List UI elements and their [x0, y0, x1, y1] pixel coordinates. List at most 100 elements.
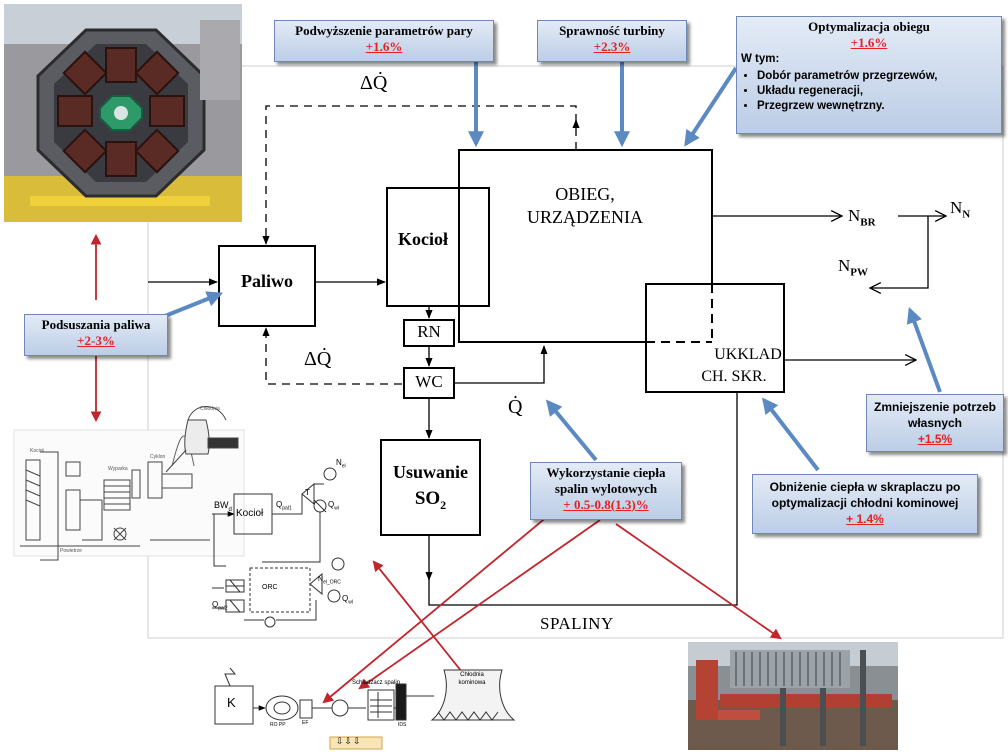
callout-cycle-item: Układu regeneracji,: [757, 84, 997, 99]
orc-qpal2-label: Qpal2: [212, 600, 228, 612]
cycle-label-line2: URZĄDZENIA: [527, 207, 643, 227]
callout-own-needs-value: +1.5%: [917, 432, 953, 446]
chimney-ef-label: EF: [302, 720, 309, 726]
wc-label: WC: [415, 372, 443, 391]
orc-nel-text: N: [336, 458, 342, 467]
cycle-block: [458, 149, 713, 343]
orc-qpal1-sub: pal1: [282, 505, 292, 512]
callout-flue-line2: spalin wylotowych: [554, 481, 658, 496]
flow-npw: [870, 216, 929, 288]
callout-flue-value: + 0.5-0.8(1.3)%: [563, 497, 649, 512]
so2-label-line2: SO2: [381, 488, 480, 513]
chimney-ids-label: IDS: [398, 722, 407, 728]
cooling-block: [645, 283, 785, 393]
callout-condenser: Obniżenie ciepła w skraplaczu po optymal…: [752, 474, 978, 534]
orc-qwl2-text: Q: [342, 594, 349, 603]
orc-qpal2-text: Q: [212, 600, 219, 609]
chimney-tower-line2: kominowa: [458, 680, 486, 686]
n-pw-sub: PW: [850, 266, 869, 279]
orc-qpal1-text: Q: [276, 500, 283, 509]
cooling-label-line2: CH. SKR.: [701, 368, 767, 385]
flow-wc-cycle: [454, 345, 548, 384]
callout-steam-value: +1.6%: [365, 39, 403, 54]
spaliny-label: SPALINY: [540, 614, 614, 633]
cycle-label-line1: OBIEG,: [555, 184, 615, 204]
n-br: NBR: [848, 206, 876, 228]
svg-text:Chłodnia: Chłodnia: [200, 406, 220, 412]
orc-qwl-label: Qwl: [328, 500, 339, 512]
svg-text:Kocioł: Kocioł: [30, 448, 45, 454]
chimney-cooler-label: Schładzacz spalin: [352, 680, 401, 686]
pointer-own-needs: [906, 306, 942, 393]
orc-nel-orc-sub: el_ORC: [323, 579, 341, 586]
pointer-cycle: [684, 66, 738, 147]
fuel-block: [218, 245, 316, 327]
callout-flue-heat: Wykorzystanie ciepła spalin wylotowych +…: [530, 462, 682, 520]
chimney-k-label: K: [227, 695, 236, 710]
rn-block: [403, 319, 455, 347]
callout-condenser-line2: optymalizacji chłodni kominowej: [771, 496, 959, 510]
callout-condenser-line1: Obniżenie ciepła w skraplaczu po: [769, 480, 961, 494]
orc-nel-label: Nel: [336, 458, 346, 470]
callout-cycle-item: Dobór parametrów przegrzewów,: [757, 69, 997, 84]
orc-nel-orc-label: Nel_ORC: [318, 576, 341, 585]
callout-cycle-title: Optymalizacja obiegu: [808, 19, 930, 34]
orc-qpal2-sub: pal2: [218, 605, 228, 612]
callout-turbine-title: Sprawność turbiny: [559, 23, 665, 38]
cooling-label-line1: UKKLAD: [714, 346, 782, 363]
n-pw: NPW: [838, 256, 868, 278]
n-br-sub: BR: [860, 216, 876, 229]
pointer-flue: [545, 399, 598, 462]
orc-nel-sub: el: [341, 463, 346, 470]
callout-cycle-item: Przegrzew wewnętrzny.: [757, 99, 997, 114]
callout-turbine: Sprawność turbiny +2.3%: [537, 20, 687, 62]
orc-qpal1-label: Qpal1: [276, 500, 292, 512]
delta-q-top: ΔQ̇: [360, 72, 388, 94]
callout-steam-params: Podwyższenie parametrów pary +1.6%: [274, 20, 494, 62]
callout-steam-title: Podwyższenie parametrów pary: [295, 23, 473, 38]
callout-own-needs: Zmniejszenie potrzeb własnych +1.5%: [866, 394, 1004, 452]
callout-fuel-value: +2-3%: [77, 333, 115, 348]
callout-own-needs-line1: Zmniejszenie potrzeb: [873, 400, 997, 414]
svg-text:Cyklon: Cyklon: [150, 454, 166, 460]
n-br-letter: N: [848, 206, 861, 225]
svg-text:Powietrze: Powietrze: [60, 548, 82, 554]
orc-qwl-text: Q: [328, 500, 335, 509]
orc-t-label: T: [305, 488, 310, 497]
callout-cycle-optimization: Optymalizacja obiegu +1.6% W tym: Dobór …: [736, 16, 1002, 134]
magnet-photo: [4, 4, 242, 222]
pointer-condenser: [762, 397, 820, 472]
orc-qwl2-label: Qwl: [342, 594, 353, 606]
boiler-block: [386, 187, 490, 307]
n-n: NN: [950, 198, 970, 220]
so2-subscript: 2: [440, 497, 447, 512]
chimney-ropp-label: RO PP: [270, 722, 286, 728]
callout-fuel-title: Podsuszania paliwa: [41, 317, 151, 332]
callout-own-needs-line2: własnych: [907, 416, 963, 430]
n-pw-letter: N: [838, 256, 851, 275]
orc-bw-sub: d: [228, 506, 232, 513]
chimney-sketch: [214, 667, 516, 750]
q-dot: Q̇: [508, 396, 523, 418]
orc-qwl-sub: wl: [334, 505, 339, 512]
fuel-label: Paliwo: [241, 271, 293, 291]
callout-cycle-intro: W tym:: [741, 53, 780, 65]
orc-orc-label: ORC: [262, 584, 278, 591]
n-n-sub: N: [962, 208, 971, 221]
callout-cycle-list: Dobór parametrów przegrzewów, Układu reg…: [741, 69, 997, 114]
dryer-sketch: [13, 406, 245, 561]
orc-kociol-label: Kocioł: [236, 508, 264, 519]
svg-text:Wyparka: Wyparka: [108, 466, 128, 472]
n-n-letter: N: [950, 198, 963, 217]
so2-label-line1: Usuwanie: [392, 462, 468, 482]
exchanger-photo: [688, 642, 898, 750]
flow-exhaust: [428, 392, 738, 606]
so2-block: [380, 439, 481, 536]
orc-bw-label: BWd: [214, 500, 232, 513]
orc-bw-text: BW: [214, 500, 229, 510]
orc-qwl2-sub: wl: [348, 599, 353, 606]
red-link-flue-tube: [322, 505, 561, 704]
red-link-exchanger: [615, 523, 782, 640]
boiler-label: Kocioł: [398, 229, 448, 249]
